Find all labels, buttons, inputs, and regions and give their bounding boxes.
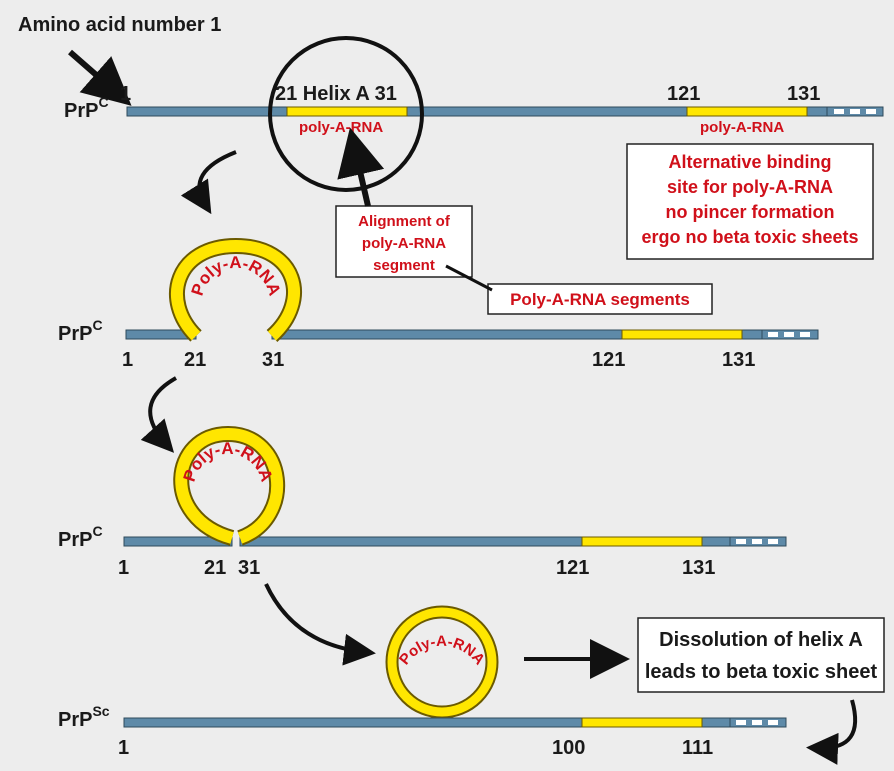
alt-binding-line-3: no pincer formation — [665, 202, 834, 222]
row3-tick-131: 131 — [682, 557, 715, 579]
row2-alt-segment — [621, 329, 743, 340]
rna-ring-band — [387, 607, 497, 717]
alt-binding-box: Alternative binding site for poly-A-RNA … — [626, 143, 874, 260]
alignment-line-1: Alignment of — [358, 213, 451, 230]
row4-segment — [581, 717, 703, 728]
row3-protein-name: PrPC — [58, 523, 103, 551]
row3-dashed-tail — [729, 536, 787, 547]
helix-a-magnifier-circle — [268, 36, 424, 192]
line-segments-to-alignment — [445, 264, 493, 292]
row3-alt-segment — [581, 536, 703, 547]
row1-segment-label-1: poly-A-RNA — [299, 119, 383, 136]
row4-protein-name: PrPSc — [58, 703, 110, 731]
row2-tick-21: 21 — [184, 349, 206, 371]
alignment-line-3: segment — [373, 257, 435, 274]
row4-tick-111: 111 — [682, 737, 713, 759]
row2-tick-1: 1 — [122, 349, 133, 371]
dissolution-line-2: leads to beta toxic sheet — [645, 661, 878, 683]
alt-binding-box-frame — [626, 143, 874, 260]
segments-box: Poly-A-RNA segments — [487, 283, 713, 315]
curved-arrow-1 — [180, 150, 237, 215]
row1-tick-helix: 21 Helix A 31 — [275, 83, 397, 105]
arrow-alignment-to-helix — [337, 127, 385, 207]
row4-dashed-tail — [729, 717, 787, 728]
row1-alt-segment — [686, 106, 808, 117]
row1-helix-a-segment — [286, 106, 408, 117]
alignment-box: Alignment of poly-A-RNA segment — [335, 205, 473, 278]
segments-box-text: Poly-A-RNA segments — [510, 290, 690, 309]
row1-segment-label-2: poly-A-RNA — [700, 119, 784, 136]
amino-acid-label: Amino acid number 1 — [18, 14, 221, 36]
alignment-line-2: poly-A-RNA — [362, 235, 446, 252]
alt-binding-line-4: ergo no beta toxic sheets — [641, 227, 858, 247]
row1-tick-121: 121 — [667, 83, 700, 105]
row2-dashed-tail — [761, 329, 819, 340]
row4: PrPSc 1 100 111 — [58, 703, 787, 759]
row3-protein-bar-left — [123, 536, 233, 547]
row2-tick-131: 131 — [722, 349, 755, 371]
curved-arrow-3 — [264, 583, 376, 666]
row4-tick-100: 100 — [552, 737, 585, 759]
alt-binding-line-2: site for poly-A-RNA — [667, 177, 833, 197]
row3-tick-21: 21 — [204, 557, 226, 579]
row1: PrPC 1 21 Helix A 31 121 131 poly-A-RNA … — [64, 36, 884, 192]
row3-tick-1: 1 — [118, 557, 129, 579]
row3-tick-31: 31 — [238, 557, 260, 579]
row2-rna-loop — [171, 239, 300, 341]
row2-tick-121: 121 — [592, 349, 625, 371]
alignment-box-frame — [335, 205, 473, 278]
dissolution-box: Dissolution of helix A leads to beta tox… — [637, 617, 885, 693]
row1-dashed-tail — [826, 106, 884, 117]
row1-tick-131: 131 — [787, 83, 820, 105]
curved-arrow-final — [806, 699, 858, 765]
arrow-to-aa1 — [68, 49, 132, 106]
row1-protein-name: PrPC — [64, 94, 109, 122]
row2-protein-name: PrPC — [58, 317, 103, 345]
curved-arrow-2 — [140, 376, 177, 453]
segments-box-frame — [487, 283, 713, 315]
row2-tick-31: 31 — [262, 349, 284, 371]
row2: PrPC Poly-A-RNA 1 21 31 121 131 — [58, 237, 819, 371]
row1-tick-1: 1 — [120, 83, 131, 105]
row3: PrPC Poly-A-RNA 1 21 31 121 131 — [58, 425, 787, 579]
row4-tick-1: 1 — [118, 737, 129, 759]
dissolution-box-frame — [637, 617, 885, 693]
row3-rna-loop — [175, 427, 284, 544]
row3-tick-121: 121 — [556, 557, 589, 579]
alt-binding-line-1: Alternative binding — [668, 152, 831, 172]
dissolution-line-1: Dissolution of helix A — [659, 629, 863, 651]
